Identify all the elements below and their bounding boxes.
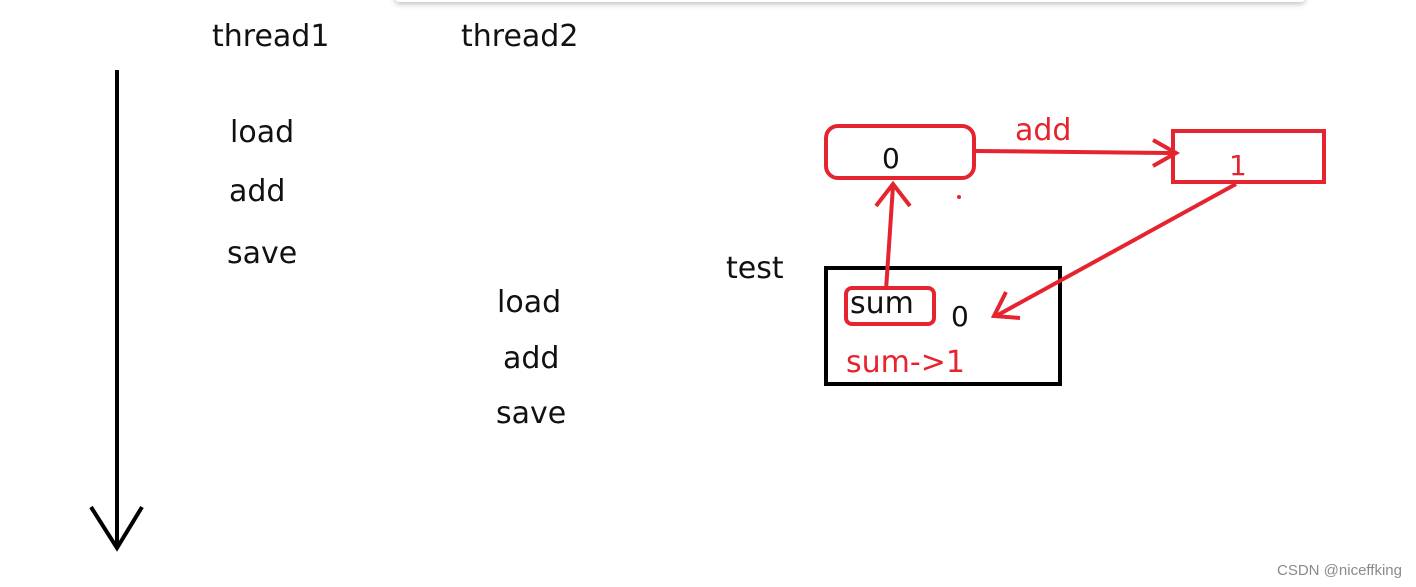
stray-dot bbox=[957, 195, 961, 199]
memory-object-box bbox=[824, 266, 1062, 386]
top-panel-shadow bbox=[395, 0, 1305, 2]
watermark: CSDN @niceffking bbox=[1277, 562, 1402, 579]
thread1-title: thread1 bbox=[212, 19, 330, 54]
thread2-step-add: add bbox=[503, 341, 560, 376]
sum-field-highlight bbox=[844, 286, 936, 326]
sum-field-update: sum->1 bbox=[846, 345, 965, 380]
thread1-step-add: add bbox=[229, 174, 286, 209]
thread2-step-save: save bbox=[496, 396, 567, 431]
load-arrowhead bbox=[874, 180, 912, 208]
loaded-value-box bbox=[824, 124, 976, 180]
thread2-step-load: load bbox=[497, 285, 562, 320]
add-operation-label: add bbox=[1015, 113, 1072, 148]
add-arrow bbox=[974, 149, 1173, 155]
load-arrow bbox=[884, 185, 895, 291]
thread1-step-load: load bbox=[230, 115, 295, 150]
loaded-value: 0 bbox=[882, 142, 900, 175]
sum-field-name: sum bbox=[850, 286, 914, 321]
result-value: 1 bbox=[1229, 149, 1247, 182]
result-value-box bbox=[1171, 129, 1326, 184]
memory-object-label: test bbox=[726, 251, 784, 286]
add-arrowhead bbox=[1152, 138, 1181, 168]
thread2-title: thread2 bbox=[461, 19, 579, 54]
thread1-step-save: save bbox=[227, 236, 298, 271]
save-arrowhead bbox=[990, 291, 1021, 320]
sum-field-value: 0 bbox=[951, 300, 969, 333]
save-arrow bbox=[995, 182, 1237, 318]
time-axis-arrowhead bbox=[89, 505, 144, 552]
